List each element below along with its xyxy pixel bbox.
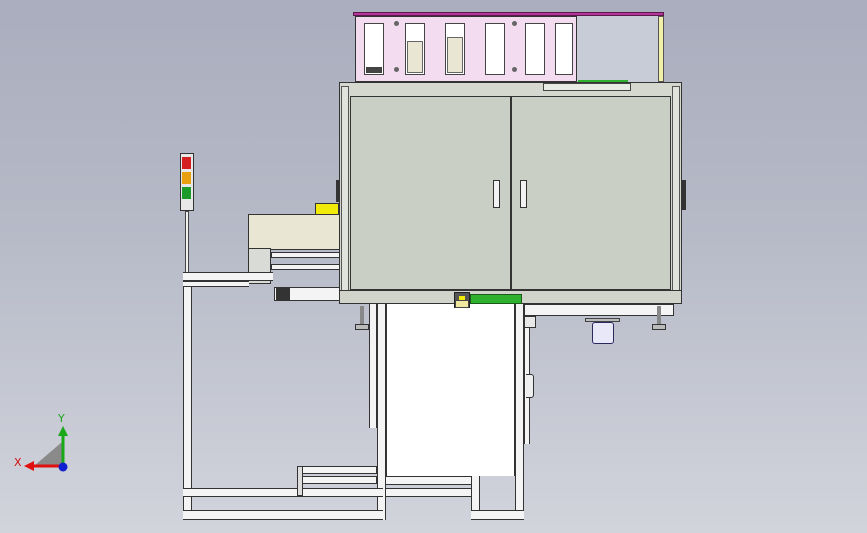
top-feeder-box [355,16,577,82]
base-sensor-yellow [459,296,465,303]
leveling-foot-left [355,306,369,332]
drawer-slide [297,466,377,474]
cabinet-side-latch-right [682,180,686,210]
frame-side-handle [526,374,534,398]
lower-rail-right [524,304,674,316]
conveyor-housing [248,214,340,250]
frame-post-right [515,304,524,520]
door-handle-right [520,180,527,208]
triad-graphic [24,426,68,472]
top-box-side [577,16,659,82]
conveyor-rail-1 [271,252,340,258]
frame-panel-fill [386,304,515,476]
frame-bottom-beam-left [183,488,383,497]
door-right [511,96,671,290]
signal-tower [180,153,194,211]
frame-bottom-beam-right [471,510,524,520]
triad-y-label: Y [58,412,65,425]
frame-bottom-beam-left-2 [183,510,383,520]
signal-tower-pole [185,211,189,273]
frame-foot-mid [471,476,480,520]
frame-bottom-beam-mid [386,476,479,485]
triad-x-label: X [14,456,22,469]
signal-light-green [182,187,191,199]
cabinet-left-pillar [341,86,349,292]
valve-pipe [585,318,620,322]
frame-post-mid-inner [369,304,377,428]
frame-top-beam [183,272,273,281]
conveyor-roller [274,287,340,301]
door-handle-left [493,180,500,208]
frame-post-mid [377,304,386,520]
cabinet-side-latch-left [336,180,340,202]
leveling-foot-right [652,306,666,332]
cabinet-right-pillar [672,86,680,292]
frame-top-beam-2 [183,281,249,287]
cabinet-top-lip [543,83,631,91]
green-cylinder [470,294,522,304]
signal-light-orange [182,172,191,184]
roller-motor [276,288,290,300]
lower-bracket [524,316,536,328]
signal-light-red [182,157,191,169]
frame-post-left [183,272,192,520]
base-pad [455,300,469,308]
drawer-slide-2 [300,476,377,484]
frame-bottom-beam-mid-2 [386,488,471,497]
valve-block [592,322,614,344]
conveyor-rail-2 [271,264,340,270]
orientation-triad[interactable]: Y X [14,412,74,476]
top-rail [353,12,664,16]
drawer-arm [297,466,303,496]
door-left [350,96,511,290]
